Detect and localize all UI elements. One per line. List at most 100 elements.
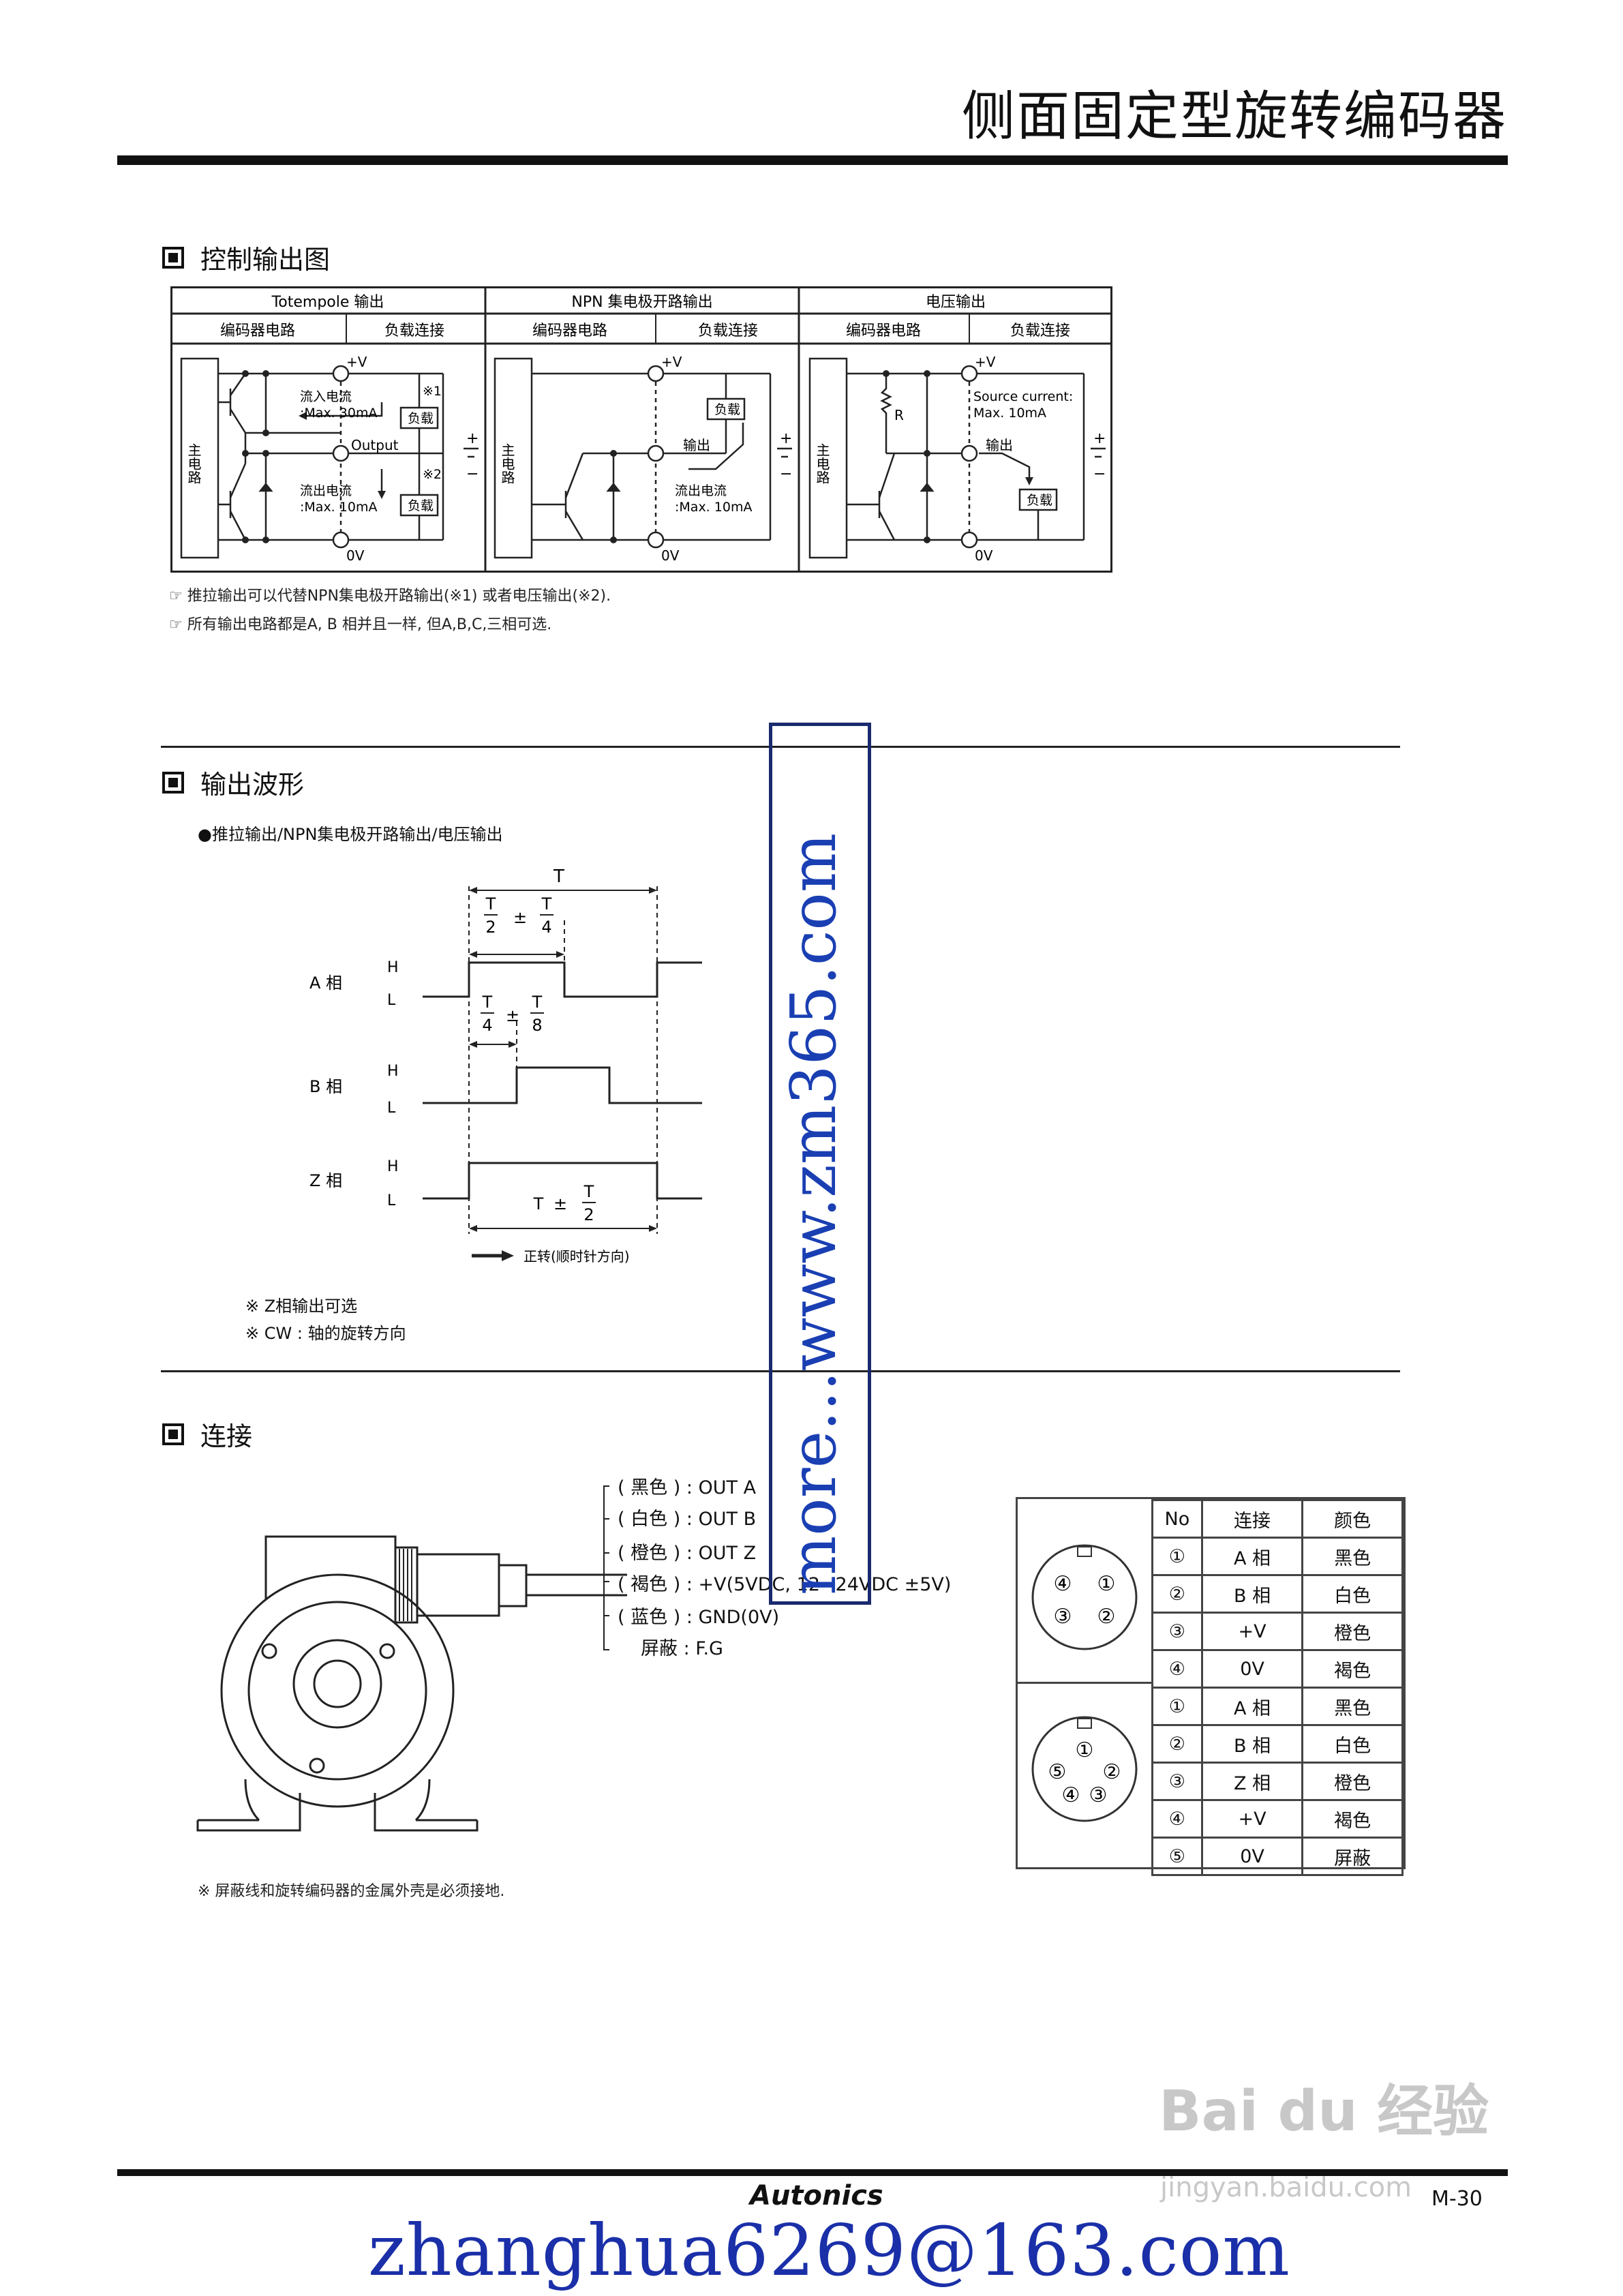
svg-text:T: T bbox=[583, 1182, 594, 1201]
connection-note: ※ 屏蔽线和旋转编码器的金属外壳是必须接地. bbox=[198, 1883, 505, 1900]
section-title: 连接 bbox=[200, 1421, 253, 1451]
baidu-logo: Bai du 经验 bbox=[1159, 2079, 1489, 2144]
svg-text:正转(顺时针方向): 正转(顺时针方向) bbox=[524, 1248, 630, 1265]
wire-vplus: ( 褐色 ) : +V(5VDC, 12~24VDC ±5V) bbox=[618, 1574, 952, 1595]
section-rule-1 bbox=[161, 746, 1400, 748]
svg-text:H: H bbox=[387, 959, 399, 976]
svg-text:H: H bbox=[387, 1158, 399, 1175]
svg-text:−: − bbox=[780, 466, 792, 483]
svg-text:主电路: 主电路 bbox=[185, 443, 202, 484]
svg-text:+V: +V bbox=[661, 354, 682, 370]
svg-text:④: ④ bbox=[1054, 1572, 1072, 1596]
section-title: 输出波形 bbox=[200, 770, 305, 800]
wire-bracket-svg bbox=[603, 1485, 609, 1650]
svg-text:②: ② bbox=[1097, 1605, 1116, 1629]
baidu-url: jingyan.baidu.com bbox=[1160, 2172, 1412, 2203]
svg-text:T: T bbox=[553, 866, 564, 887]
svg-text:输出: 输出 bbox=[683, 437, 710, 453]
svg-text:0V: 0V bbox=[661, 547, 680, 564]
voltage-circuit bbox=[808, 357, 1106, 559]
svg-text:主电路: 主电路 bbox=[499, 443, 515, 484]
svg-text:流入电流: 流入电流 bbox=[300, 389, 352, 404]
col-voltage: 电压输出 bbox=[926, 294, 986, 311]
svg-text:B 相: B 相 bbox=[309, 1077, 342, 1096]
svg-text:R: R bbox=[894, 407, 904, 423]
connector-5pin: ① ⑤ ② ④ ③ bbox=[1018, 1682, 1153, 1867]
svg-text:L: L bbox=[387, 1192, 396, 1209]
svg-text:负载: 负载 bbox=[408, 498, 434, 513]
page-title: 侧面固定型旋转编码器 bbox=[961, 86, 1507, 147]
email-overlay: zhanghua6269@163.com bbox=[368, 2209, 1291, 2292]
col-voltage-load: 负载连接 bbox=[1010, 322, 1070, 339]
waveform-diagram: T T 2 ± T 4 T 4 ± T 8 T ± T 2 A 相 B 相 Z … bbox=[293, 852, 729, 1275]
section-title: 控制输出图 bbox=[200, 245, 331, 275]
col-totempole: Totempole 输出 bbox=[271, 294, 384, 311]
svg-text:2: 2 bbox=[485, 918, 496, 937]
svg-text:负载: 负载 bbox=[1027, 493, 1052, 508]
wire-list bbox=[600, 1472, 1077, 1663]
svg-text:±: ± bbox=[513, 908, 527, 927]
svg-text::Max. 10mA: :Max. 10mA bbox=[675, 500, 752, 515]
svg-text:+V: +V bbox=[346, 354, 367, 370]
svg-text:④: ④ bbox=[1062, 1783, 1080, 1807]
svg-text:L: L bbox=[387, 992, 396, 1009]
wire-out-a: ( 黑色 ) : OUT A bbox=[618, 1477, 757, 1498]
svg-text:+V: +V bbox=[975, 354, 996, 370]
svg-text::Max. 10mA: :Max. 10mA bbox=[300, 500, 377, 515]
svg-text:T: T bbox=[532, 993, 543, 1012]
svg-text:4: 4 bbox=[482, 1016, 492, 1035]
svg-text:Source current:: Source current: bbox=[973, 389, 1073, 404]
wire-out-b: ( 白色 ) : OUT B bbox=[618, 1509, 757, 1530]
svg-text:流出电流: 流出电流 bbox=[300, 483, 352, 498]
section-connection-heading: 连接 bbox=[162, 1415, 252, 1453]
svg-text:负载: 负载 bbox=[714, 402, 740, 417]
svg-text::Max. 30mA: :Max. 30mA bbox=[300, 406, 377, 421]
svg-text:T: T bbox=[485, 894, 496, 913]
svg-text:+: + bbox=[1093, 430, 1106, 447]
svg-text:①: ① bbox=[1076, 1738, 1094, 1762]
watermark-text: more...www.zm365.com bbox=[777, 832, 850, 1595]
encoder-svg bbox=[196, 1535, 627, 1832]
svg-text:②: ② bbox=[1103, 1760, 1121, 1784]
svg-text:⑤: ⑤ bbox=[1048, 1760, 1067, 1784]
svg-text:4: 4 bbox=[541, 918, 551, 937]
watermark-frame bbox=[769, 723, 871, 1605]
col-npn-load: 负载连接 bbox=[698, 322, 758, 339]
svg-text:±: ± bbox=[553, 1194, 567, 1213]
footer-brand: Autonics bbox=[750, 2180, 883, 2211]
svg-text:0V: 0V bbox=[975, 547, 993, 564]
col-npn-enc: 编码器电路 bbox=[532, 322, 607, 339]
section-control-output-heading: 控制输出图 bbox=[162, 239, 330, 276]
waveform-note-2: ※ CW : 轴的旋转方向 bbox=[245, 1324, 406, 1343]
section-bullet-icon bbox=[162, 246, 184, 269]
svg-text:+: + bbox=[466, 430, 479, 447]
header-rule bbox=[117, 155, 1508, 165]
totempole-circuit bbox=[180, 357, 479, 559]
encoder-drawing bbox=[191, 1486, 627, 1854]
svg-text:8: 8 bbox=[532, 1016, 542, 1035]
svg-text:①: ① bbox=[1097, 1572, 1116, 1596]
control-output-svg: Totempole 输出 NPN 集电极开路输出 电压输出 编码器电路 负载连接… bbox=[170, 286, 1112, 573]
control-note-1: ☞ 推拉输出可以代替NPN集电极开路输出(※1) 或者电压输出(※2). bbox=[169, 588, 611, 605]
svg-text:Z 相: Z 相 bbox=[309, 1171, 342, 1190]
svg-text:−: − bbox=[1093, 466, 1106, 483]
svg-text:T: T bbox=[541, 894, 552, 913]
section-rule-2 bbox=[161, 1370, 1400, 1372]
svg-text:※1: ※1 bbox=[423, 384, 442, 399]
svg-text:2: 2 bbox=[583, 1205, 594, 1224]
svg-text:负载: 负载 bbox=[408, 411, 434, 426]
section-waveform-heading: 输出波形 bbox=[162, 764, 304, 801]
npn-circuit bbox=[494, 357, 792, 559]
svg-text:输出: 输出 bbox=[986, 437, 1013, 453]
svg-text:+: + bbox=[780, 430, 792, 447]
waveform-subtitle: ●推拉输出/NPN集电极开路输出/电压输出 bbox=[198, 825, 503, 844]
control-note-2: ☞ 所有输出电路都是A, B 相并且一样, 但A,B,C,三相可选. bbox=[169, 616, 552, 633]
